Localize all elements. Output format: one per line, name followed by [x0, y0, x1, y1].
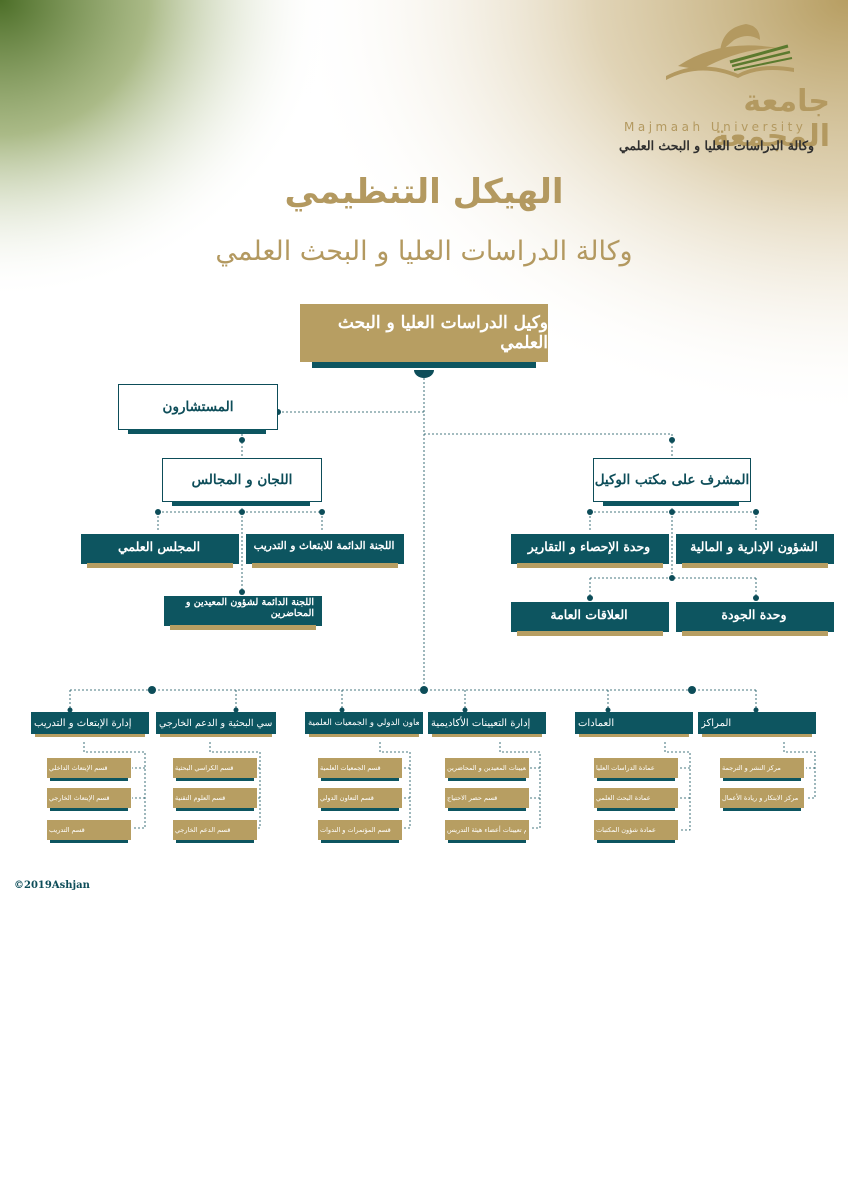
stats-reports-box: وحدة الإحصاء و التقارير [511, 534, 669, 568]
dept-header-label: الكراسي البحثية و الدعم الخارجي [159, 717, 272, 729]
page-title: الهيكل التنظيمي [284, 172, 564, 212]
list-item: قسم حصر الاحتياج [445, 788, 529, 811]
admin-finance-box: الشؤون الإدارية و المالية [676, 534, 834, 568]
scientific-council-label: المجلس العلمي [117, 538, 201, 554]
list-item: مركز الابتكار و ريادة الأعمال [720, 788, 804, 811]
admin-finance-label: الشؤون الإدارية و المالية [690, 538, 818, 554]
dept-header-label: العمادات [578, 717, 615, 729]
list-item: قسم الجمعيات العلمية [318, 758, 402, 781]
logo-english-name: Majmaah University [624, 120, 807, 134]
dept-header-international-cooperation: إدارة التعاون الدولي و الجمعيات العلمية [305, 712, 423, 737]
public-relations-box: العلاقات العامة [511, 602, 669, 636]
office-supervisor-base [603, 501, 739, 506]
list-item: قسم التدريب [47, 820, 131, 843]
advisors-box: المستشارون [118, 384, 278, 430]
list-item: قسم الإبتعاث الخارجي [47, 788, 131, 811]
list-item: قسم تعيينات المعيدين و المحاضرين [445, 758, 529, 781]
list-item: عمادة البحث العلمي [594, 788, 678, 811]
list-item: مركز النشر و الترجمة [720, 758, 804, 781]
list-item: عمادة الدراسات العليا [594, 758, 678, 781]
list-item: قسم المؤتمرات و الندوات [318, 820, 402, 843]
quality-box: وحدة الجودة [676, 602, 834, 636]
committees-box: اللجان و المجالس [162, 458, 322, 502]
dept-header-label: إدارة التعاون الدولي و الجمعيات العلمية [308, 718, 419, 728]
list-item: قسم العلوم التقنية [173, 788, 257, 811]
dept-header-deanships: العمادات [575, 712, 693, 737]
public-relations-label: العلاقات العامة [550, 606, 628, 622]
list-item: قسم الدعم الخارجي [173, 820, 257, 843]
committees-label: اللجان و المجالس [191, 472, 293, 488]
dept-header-label: المراكز [701, 717, 732, 729]
list-item: قسم التعاون الدولي [318, 788, 402, 811]
advisors-label: المستشارون [162, 399, 234, 415]
list-item: عمادة شؤون المكتبات [594, 820, 678, 843]
logo-arabic-name: جامعة المجمعة [711, 84, 830, 154]
copyright-text: ©2019Ashjan [14, 880, 90, 891]
lecturers-committee-box: اللجنة الدائمة لشؤون المعيدين و المحاضري… [164, 596, 322, 630]
scientific-council-box: المجلس العلمي [81, 534, 239, 568]
stats-reports-label: وحدة الإحصاء و التقارير [527, 538, 651, 554]
vice-dean-base [312, 362, 536, 368]
dept-header-academic-appointments: إدارة التعيينات الأكاديمية [428, 712, 546, 737]
logo-subtitle: وكالة الدراسات العليا و البحث العلمي [618, 138, 814, 153]
committees-base [172, 501, 310, 506]
list-item: قسم الكراسي البحثية [173, 758, 257, 781]
dept-header-centers: المراكز [698, 712, 816, 737]
list-item: قسم الإبتعاث الداخلي [47, 758, 131, 781]
office-supervisor-label: المشرف على مكتب الوكيل [594, 472, 750, 488]
list-item: قسم تعيينات أعضاء هيئة التدريس [445, 820, 529, 843]
advisors-base [128, 429, 266, 434]
book-logo-icon [666, 24, 794, 80]
page-subtitle: وكالة الدراسات العليا و البحث العلمي [215, 236, 633, 267]
scholarship-committee-label: اللجنة الدائمة للابتعاث و التدريب [253, 540, 395, 552]
office-supervisor-box: المشرف على مكتب الوكيل [593, 458, 751, 502]
vice-dean-label: وكيل الدراسات العليا و البحث العلمي [337, 313, 548, 353]
lecturers-committee-label: اللجنة الدائمة لشؤون المعيدين و المحاضري… [185, 597, 314, 619]
dept-header-label: إدارة الإبتعاث و التدريب [34, 717, 132, 729]
dept-header-scholarship-training: إدارة الإبتعاث و التدريب [31, 712, 149, 737]
quality-label: وحدة الجودة [721, 606, 787, 622]
scholarship-committee-box: اللجنة الدائمة للابتعاث و التدريب [246, 534, 404, 568]
vice-dean-box: وكيل الدراسات العليا و البحث العلمي [300, 304, 548, 362]
dept-header-research-chairs: الكراسي البحثية و الدعم الخارجي [156, 712, 276, 737]
dept-header-label: إدارة التعيينات الأكاديمية [431, 717, 531, 729]
